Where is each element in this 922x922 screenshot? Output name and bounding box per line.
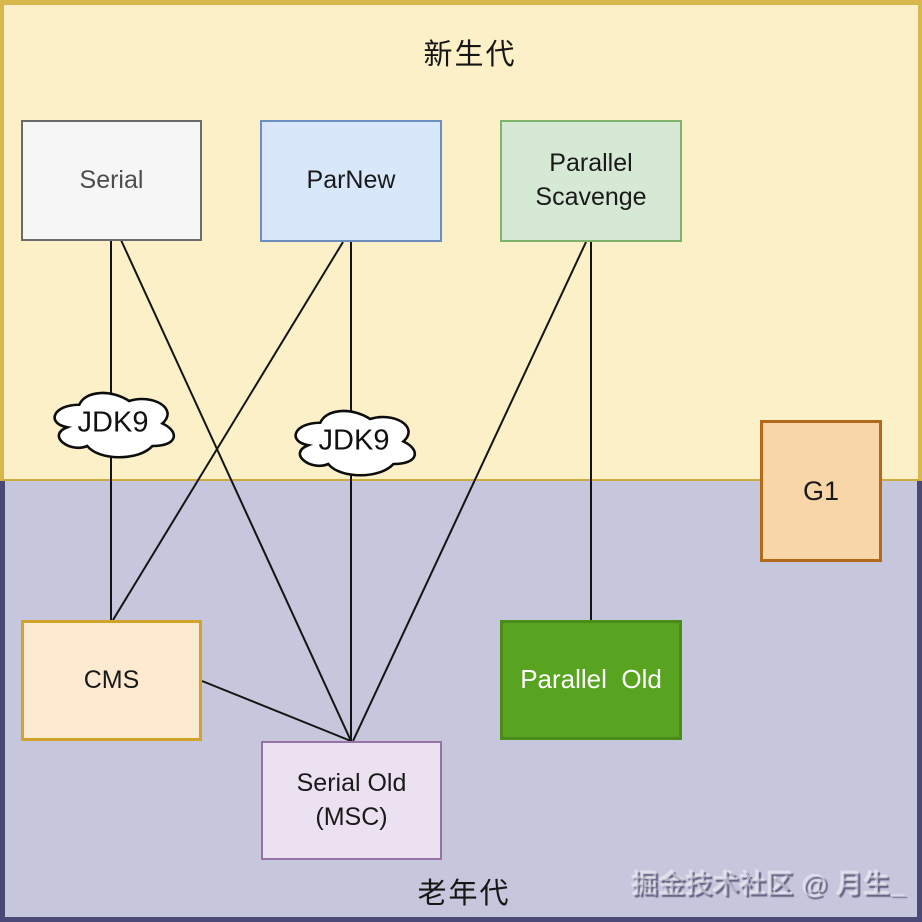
edge-serial-serialold: [120, 239, 352, 742]
node-serial-old-label: Serial Old (MSC): [296, 768, 407, 831]
jdk9-cloud-label-2: JDK9: [318, 424, 390, 457]
node-cms: CMS: [21, 620, 202, 741]
node-parallel-old-label: Parallel Old: [520, 664, 662, 695]
jdk9-cloud-shape-2: [294, 409, 416, 477]
node-serial-old: Serial Old (MSC): [261, 741, 442, 860]
old-generation-title: 老年代: [417, 878, 511, 910]
node-g1-label: G1: [802, 475, 840, 506]
node-parnew-label: ParNew: [306, 166, 396, 195]
edge-parnew-cms: [112, 241, 344, 621]
edge-ps-serialold: [352, 241, 587, 742]
node-serial: Serial: [21, 120, 202, 241]
edge-cms-serialold: [201, 680, 352, 742]
node-parallel-scavenge: Parallel Scavenge: [500, 120, 682, 242]
node-parallel-old: Parallel Old: [500, 620, 682, 740]
node-serial-label: Serial: [79, 165, 144, 194]
node-parnew: ParNew: [260, 120, 442, 242]
jdk9-cloud-label-1: JDK9: [77, 406, 149, 439]
node-parallel-scavenge-label: Parallel Scavenge: [535, 149, 647, 211]
jdk9-cloud-shape-1: [53, 391, 175, 459]
node-cms-label: CMS: [83, 665, 140, 694]
watermark: 掘金技术社区 @ 月生_: [631, 869, 906, 899]
node-g1: G1: [760, 420, 882, 562]
young-generation-title: 新生代: [423, 39, 517, 71]
